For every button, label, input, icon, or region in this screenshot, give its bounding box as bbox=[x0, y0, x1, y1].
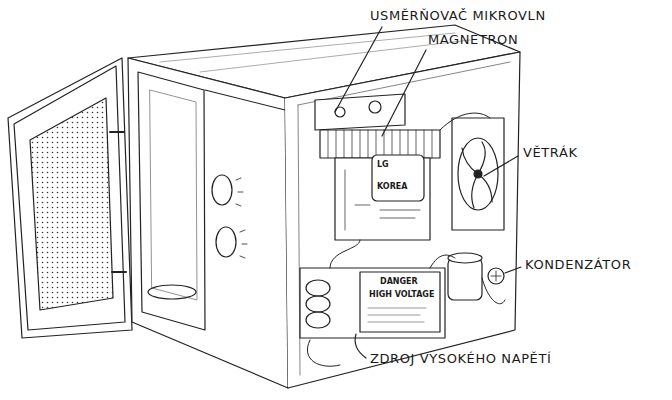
fan-ring bbox=[458, 138, 498, 210]
capacitor bbox=[448, 258, 482, 300]
diode-mount bbox=[488, 268, 504, 284]
knob-ticks bbox=[236, 178, 247, 258]
fan-housing bbox=[452, 118, 504, 230]
part-label: VĚTRÁK bbox=[523, 146, 578, 161]
fan-blades bbox=[462, 142, 492, 208]
part-label: MAGNETRON bbox=[428, 33, 518, 48]
leader-line bbox=[484, 156, 518, 176]
waveguide-screw bbox=[369, 101, 381, 113]
sticker-text: LG bbox=[377, 160, 389, 169]
front-face bbox=[128, 58, 288, 388]
wires bbox=[307, 113, 505, 366]
door bbox=[8, 58, 132, 338]
warning-text: DANGER bbox=[380, 277, 418, 286]
transformer-coil bbox=[306, 280, 330, 296]
cavity-back bbox=[150, 90, 197, 300]
fin-lines bbox=[328, 130, 432, 158]
part-label: USMĚRŇOVAČ MIKROVLN bbox=[370, 9, 546, 24]
panel-edge bbox=[205, 90, 285, 110]
warning-plate bbox=[360, 272, 440, 332]
leader-line bbox=[335, 27, 382, 112]
sticker-text: KOREA bbox=[377, 182, 407, 191]
capacitor-top bbox=[448, 253, 482, 263]
magnetron-detail bbox=[345, 170, 420, 230]
door-rim bbox=[14, 66, 125, 330]
cutaway-side bbox=[285, 52, 520, 388]
transformer-coil bbox=[306, 296, 330, 312]
magnetron-sticker bbox=[372, 155, 424, 201]
part-label: ZDROJ VYSOKÉHO NAPĚTÍ bbox=[370, 352, 551, 367]
cooling-fins bbox=[320, 130, 440, 158]
cavity-opening bbox=[138, 72, 205, 330]
waveguide bbox=[315, 94, 405, 130]
diode-mount-cross bbox=[491, 271, 501, 281]
part-label: KONDENZÁTOR bbox=[525, 258, 631, 273]
leader-line bbox=[382, 50, 426, 136]
door-latch bbox=[110, 132, 126, 272]
turntable bbox=[148, 285, 196, 299]
plate-small-print bbox=[368, 308, 426, 322]
warning-text: HIGH VOLTAGE bbox=[369, 290, 434, 299]
leader-line bbox=[355, 334, 366, 358]
fan-hub bbox=[474, 170, 482, 178]
door-window bbox=[30, 98, 113, 310]
leader-line bbox=[505, 267, 521, 273]
power-knob bbox=[216, 227, 236, 257]
top-shading bbox=[160, 33, 470, 72]
inner-frame bbox=[298, 62, 510, 375]
timer-knob bbox=[212, 175, 232, 205]
transformer-core bbox=[300, 268, 445, 338]
transformer-coil bbox=[306, 312, 330, 328]
